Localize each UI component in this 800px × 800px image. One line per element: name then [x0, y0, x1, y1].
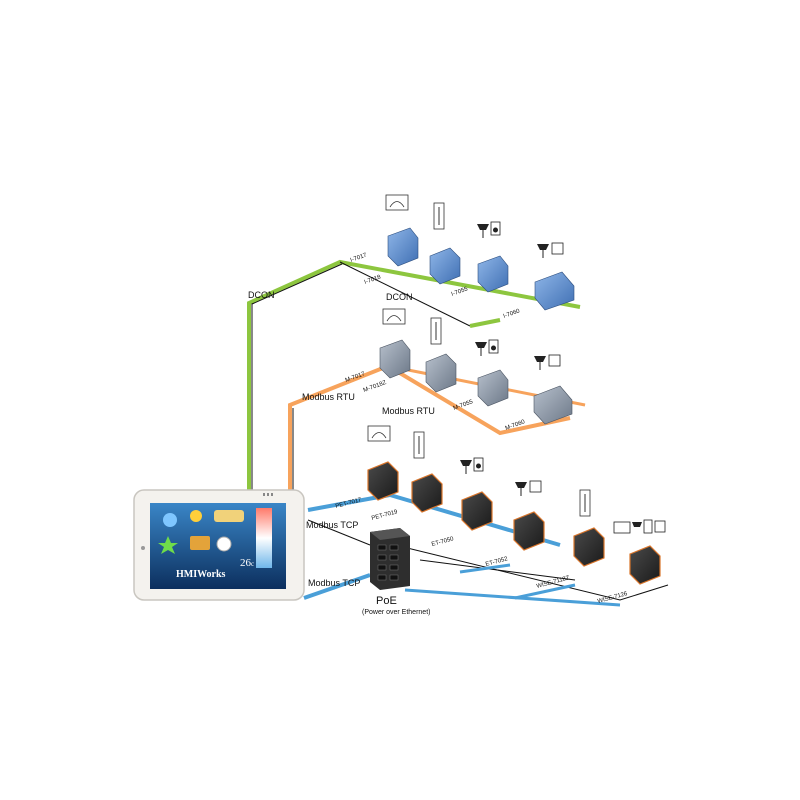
- poe-title: PoE: [376, 595, 397, 607]
- dcon-main-label: DCON: [248, 290, 275, 300]
- dcon-module-i7060: [534, 271, 575, 311]
- hmi-status-leds: [263, 493, 273, 496]
- module-label-pet7019: PET-7019: [371, 509, 399, 522]
- hmi-widget-sun: [190, 510, 202, 522]
- lamp-speaker-icon: [477, 221, 501, 238]
- analog-gauge-icon: [385, 194, 409, 211]
- dcon-module-i7055: [477, 255, 509, 293]
- tcp-module-pet7017: [367, 461, 399, 501]
- modbus-tcp-bus: [303, 493, 669, 607]
- thermometer-icon: [413, 431, 425, 459]
- thermometer-icon: [430, 317, 442, 345]
- rtu-module-m7018z: [425, 353, 457, 393]
- modbus-tcp-branch-label: Modbus TCP: [306, 520, 358, 530]
- tcp-module-et7052: [513, 511, 545, 551]
- tcp-module-wise7126: [629, 545, 661, 585]
- hmi-widget-box: [190, 536, 210, 550]
- module-label-i7017: I-7017: [350, 252, 369, 264]
- module-label-m7018z: M-7018Z: [363, 380, 388, 394]
- rtu-module-m7017: [379, 339, 411, 379]
- modbus-rtu-branch-label: Modbus RTU: [382, 406, 435, 416]
- rtu-module-m7060: [533, 385, 573, 425]
- lamp-speaker-icon: [475, 339, 499, 356]
- hmi-thermometer: [256, 508, 272, 568]
- hmi-widget-cluster: [163, 513, 177, 527]
- module-label-et7052: ET-7052: [485, 556, 509, 568]
- hmi-widget-bar: [214, 510, 244, 522]
- tcp-module-wise7118z: [573, 527, 605, 567]
- poe-switch: [370, 528, 410, 590]
- hmi-temperature-unit: c: [251, 560, 254, 568]
- hmi-temperature-value: 26: [240, 557, 252, 569]
- svg-text:26c: 26c: [240, 557, 254, 569]
- module-label-i7018: I-7018: [364, 274, 383, 286]
- lamp-speaker-icon: [460, 457, 484, 474]
- analog-gauge-icon: [382, 308, 406, 325]
- modbus-tcp-main-label: Modbus TCP: [308, 578, 360, 588]
- modbus-rtu-main-label: Modbus RTU: [302, 392, 355, 402]
- lamp-display-icon: [537, 242, 564, 258]
- dcon-module-i7018: [429, 247, 461, 285]
- tcp-module-pet7019: [411, 473, 443, 513]
- module-label-wise7126: WISE-7126: [597, 591, 629, 605]
- tcp-module-et7050: [461, 491, 493, 531]
- module-label-pet7017: PET-7017: [335, 497, 363, 510]
- module-label-i7055: I-7055: [451, 286, 470, 298]
- hmi-touch-panel: 26c HMIWorks: [133, 489, 305, 601]
- lamp-display-icon: [515, 480, 542, 496]
- dcon-branch-label: DCON: [386, 292, 413, 302]
- hmi-brand: HMIWorks: [176, 569, 226, 580]
- hmi-widget-star: [158, 536, 178, 554]
- module-label-et7050: ET-7050: [431, 536, 455, 548]
- analog-gauge-icon: [367, 425, 391, 442]
- module-label-m7017: M-7017: [345, 371, 367, 384]
- thermometer-icon: [579, 489, 591, 517]
- module-label-i7060: I-7060: [503, 308, 522, 320]
- lamp-display-icon: [534, 354, 561, 370]
- rtu-module-m7055: [477, 369, 509, 407]
- dcon-module-i7017: [387, 227, 419, 267]
- dcon-bus: [247, 259, 581, 510]
- hmi-widget-clock: [216, 536, 232, 552]
- combo-devices-icon: [613, 519, 666, 534]
- thermometer-icon: [433, 202, 445, 230]
- poe-subtitle: (Power over Ethernet): [362, 609, 430, 616]
